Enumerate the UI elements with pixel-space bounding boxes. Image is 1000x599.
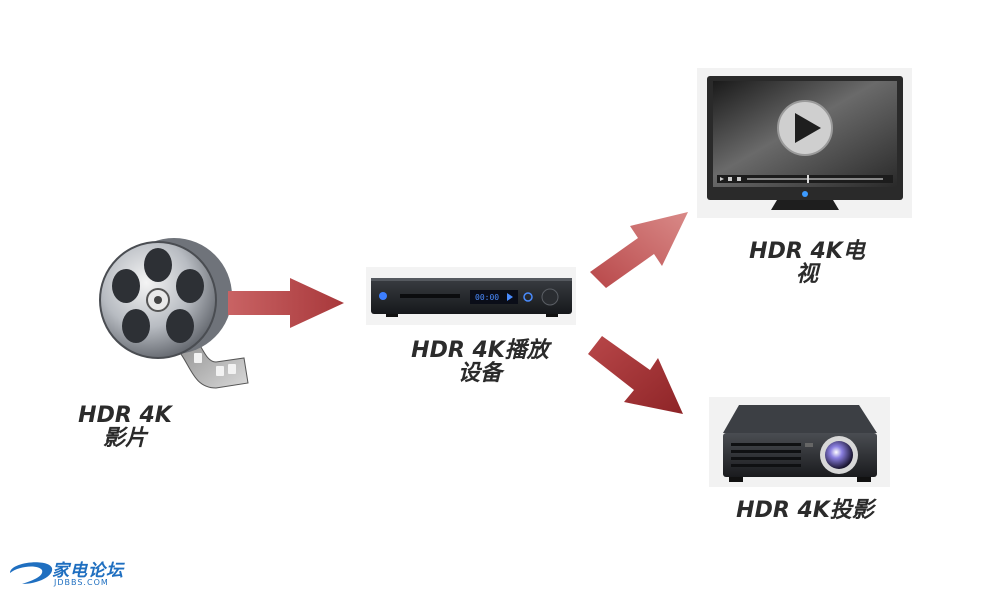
watermark-domain: JDBBS.COM — [54, 578, 109, 587]
arrow-player-to-tv — [590, 212, 688, 288]
film-label: HDR 4K 影片 — [78, 403, 172, 451]
projector-label: HDR 4K投影 — [736, 498, 874, 523]
film-reel-node — [66, 238, 256, 406]
site-watermark: 家电论坛 JDBBS.COM — [8, 556, 138, 592]
tv-icon — [707, 76, 903, 210]
watermark-name: 家电论坛 — [52, 561, 124, 581]
media-player-node: 00:00 — [366, 267, 576, 325]
site-logo-icon — [10, 562, 53, 584]
player-display-time: 00:00 — [475, 293, 499, 302]
arrow-player-to-projector — [588, 336, 683, 414]
projector-icon — [723, 405, 877, 482]
tv-label: HDR 4K电 视 — [749, 239, 865, 287]
tv-node — [697, 68, 912, 218]
projector-node — [709, 397, 890, 487]
arrow-film-to-player — [228, 278, 344, 328]
film-reel-icon — [99, 238, 249, 389]
player-label: HDR 4K播放 设备 — [411, 338, 549, 386]
media-player-icon: 00:00 — [371, 278, 572, 317]
